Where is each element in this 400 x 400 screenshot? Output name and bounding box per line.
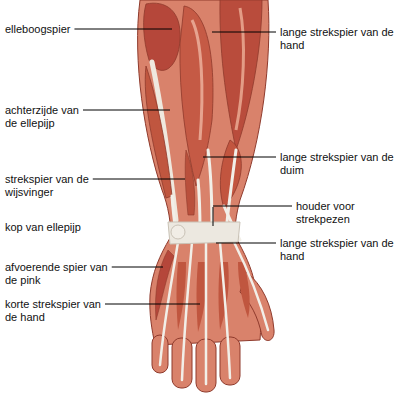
leader-line xyxy=(213,207,214,226)
tendon xyxy=(208,150,212,232)
leader-line xyxy=(213,206,292,207)
radialis-muscle xyxy=(220,0,262,150)
part-label: strekspier van de wijsvinger xyxy=(5,173,105,199)
fingers xyxy=(152,335,240,392)
part-label: lange strekspier van de duim xyxy=(280,151,395,177)
part-label: korte strekspier van de hand xyxy=(5,298,115,324)
ulnaris-muscle xyxy=(145,66,172,198)
leader-line xyxy=(203,157,276,158)
part-label: lange strekspier van de hand xyxy=(280,237,395,263)
part-label: achterzijde van de ellepijp xyxy=(5,104,90,130)
hand xyxy=(150,222,274,392)
tendon xyxy=(205,242,208,384)
digitorum-highlight xyxy=(192,20,202,140)
leader-line xyxy=(83,110,170,111)
leader-line xyxy=(105,304,200,305)
anconeus-muscle xyxy=(144,3,181,70)
part-label: lange strekspier van de hand xyxy=(280,26,395,52)
leader-line xyxy=(212,32,276,33)
leader-line xyxy=(93,179,185,180)
forearm-outline xyxy=(138,0,269,240)
part-label: elleboogspier xyxy=(5,23,70,36)
tendon xyxy=(182,242,192,380)
index-extensor xyxy=(185,150,195,215)
extensor-retinaculum xyxy=(168,222,240,244)
part-label: afvoerende spier van de pink xyxy=(5,261,117,287)
tendon xyxy=(220,242,230,378)
radialis-highlight xyxy=(236,8,243,130)
part-label: kop van ellepijp xyxy=(5,221,81,234)
part-label: houder voor strekpezen xyxy=(296,200,391,226)
forearm xyxy=(138,0,269,240)
tendon xyxy=(234,242,268,330)
ulna-head xyxy=(171,225,185,239)
hand-tendons xyxy=(160,242,268,384)
leader-line xyxy=(112,267,163,268)
leader-line xyxy=(74,29,172,30)
leader-line xyxy=(216,243,276,244)
